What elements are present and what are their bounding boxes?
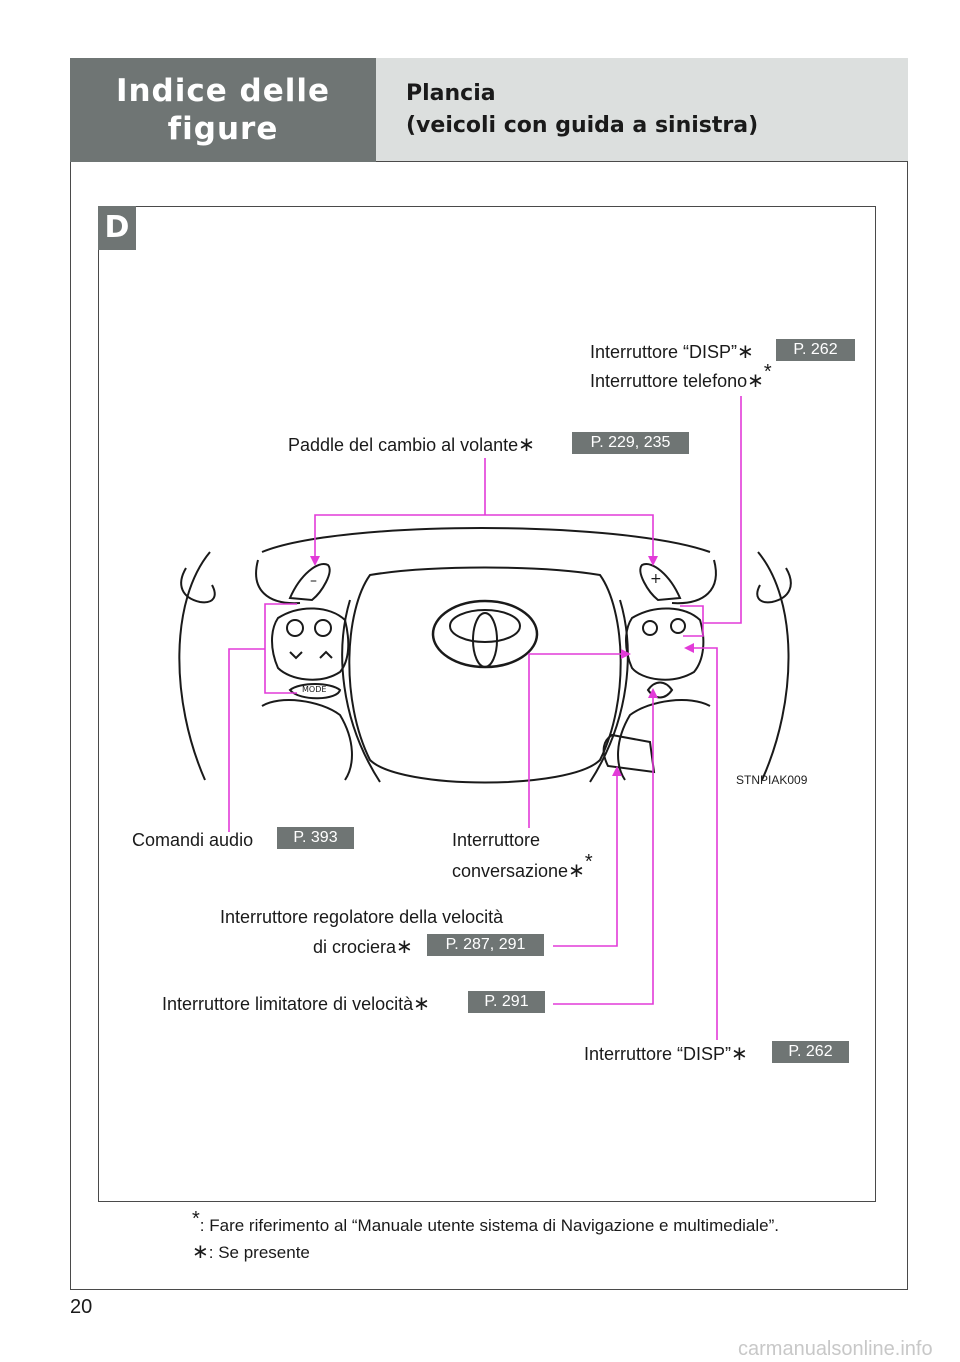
section-title-block: Indice delle figure xyxy=(70,58,376,162)
callout-disp-top: Interruttore “DISP”∗ xyxy=(590,341,754,363)
figure-code: STNPIAK009 xyxy=(736,773,808,787)
leader-limiter xyxy=(553,694,654,1005)
footnote-navigation: *: Fare riferimento al “Manuale utente s… xyxy=(192,1208,780,1235)
right-control-pad xyxy=(625,607,705,681)
callout-audio: Comandi audio xyxy=(132,830,254,850)
left-control-pad xyxy=(271,607,350,681)
ref-badge-disp-bottom[interactable]: P. 262 xyxy=(772,1041,849,1063)
subtitle-line1: Plancia xyxy=(406,81,496,106)
paddle-plus xyxy=(639,563,682,602)
section-title: Indice delle figure xyxy=(115,73,331,147)
section-letter-badge: D xyxy=(98,206,136,250)
wheel-rim-right xyxy=(757,551,790,781)
ref-badge-cruise[interactable]: P. 287, 291 xyxy=(427,934,544,956)
paddle-minus xyxy=(288,563,331,602)
subtitle-block: Plancia (veicoli con guida a sinistra) xyxy=(376,58,908,162)
callout-talk-line1: Interruttore xyxy=(452,830,541,850)
svg-text:MODE: MODE xyxy=(302,685,326,694)
ref-badge-limiter[interactable]: P. 291 xyxy=(468,991,545,1013)
callout-limiter: Interruttore limitatore di velocità∗ xyxy=(162,993,430,1015)
ref-badge-disp-top[interactable]: P. 262 xyxy=(776,339,855,361)
figure-box xyxy=(98,206,876,1202)
airbag-hub xyxy=(348,566,622,784)
wheel-rim-left xyxy=(178,551,211,781)
ref-badge-audio[interactable]: P. 393 xyxy=(277,827,354,849)
leader-audio-bracket xyxy=(264,603,297,694)
callout-paddle: Paddle del cambio al volante∗ xyxy=(288,434,535,456)
callout-phone: Interruttore telefono∗* xyxy=(590,361,772,392)
footnote-if-present: ∗: Se presente xyxy=(192,1241,310,1263)
leader-audio xyxy=(228,648,265,832)
leader-paddle xyxy=(314,514,654,560)
callout-disp-bottom: Interruttore “DISP”∗ xyxy=(584,1043,748,1065)
watermark: carmanualsonline.info xyxy=(738,1338,933,1360)
svg-text:+: + xyxy=(650,571,662,587)
svg-text:–: – xyxy=(310,573,317,589)
cruise-lever xyxy=(602,733,656,774)
ref-badge-paddle[interactable]: P. 229, 235 xyxy=(572,432,689,454)
leader-phone xyxy=(703,396,742,624)
leader-cruise xyxy=(553,772,618,947)
page-number: 20 xyxy=(70,1296,93,1318)
subtitle-line2: (veicoli con guida a sinistra) xyxy=(406,113,759,138)
callout-cruise-line1: Interruttore regolatore della velocità xyxy=(220,907,504,927)
callout-cruise-line2: di crociera∗ xyxy=(313,936,413,958)
leader-disp-bottom xyxy=(690,647,718,1040)
callout-talk-line2: conversazione∗* xyxy=(452,851,593,882)
leader-talk xyxy=(528,653,625,828)
